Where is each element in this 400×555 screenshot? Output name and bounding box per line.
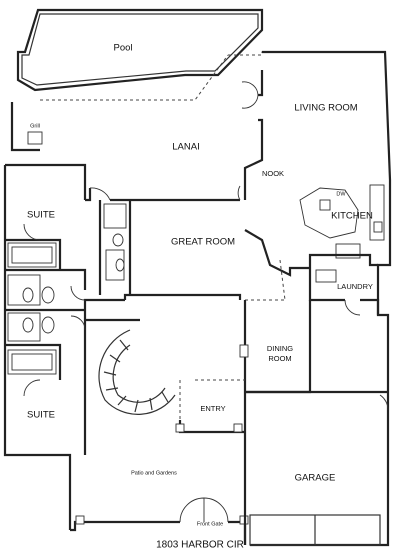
address-caption: 1803 HARBOR CIR [156,540,244,551]
label-suite-bottom: SUITE [27,410,55,421]
label-grill: Grill [30,123,40,129]
building-walls [3,50,392,547]
center-bath [98,200,132,295]
upper-suite-bath [5,223,87,306]
label-dining-line1: DINING [267,344,293,353]
label-living-room: LIVING ROOM [294,103,357,114]
label-patio: Patio and Gardens [131,470,177,476]
kitchen-island [299,187,359,239]
label-nook: NOOK [262,169,284,178]
label-dining-line2: ROOM [268,354,291,363]
label-kitchen: KITCHEN [331,211,373,222]
pool-area [16,8,264,92]
grill-icon [27,131,43,145]
label-pool: Pool [113,43,132,54]
stove-icon [373,221,383,233]
washer-icon [315,269,337,283]
label-lanai: LANAI [172,142,199,153]
lower-suite-bath [5,285,86,397]
label-front-gate: Front Gate [197,521,223,527]
spiral-staircase [98,329,176,415]
label-entry: ENTRY [200,404,225,413]
label-great-room: GREAT ROOM [171,237,235,248]
label-dw: DW [336,191,346,197]
sink-icon [319,199,331,211]
label-laundry: LAUNDRY [337,282,373,291]
label-suite-top: SUITE [27,210,55,221]
label-garage: GARAGE [295,473,336,484]
